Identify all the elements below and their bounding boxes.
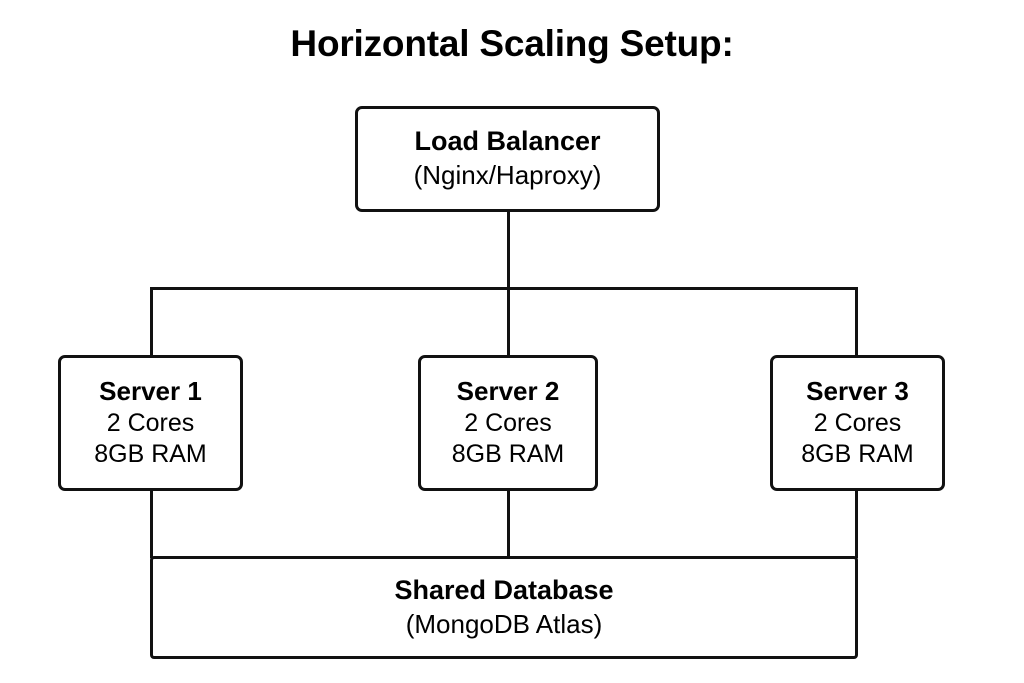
node-server-2[interactable]: Server 2 2 Cores 8GB RAM [418,355,598,491]
node-server-3[interactable]: Server 3 2 Cores 8GB RAM [770,355,945,491]
server-3-title: Server 3 [806,376,909,407]
server-2-title: Server 2 [456,376,560,407]
node-server-1[interactable]: Server 1 2 Cores 8GB RAM [58,355,243,491]
server-3-memory: 8GB RAM [801,440,914,469]
server-1-title: Server 1 [99,376,202,407]
connector-bus-to-server-1 [150,287,153,356]
page-title: Horizontal Scaling Setup: [290,23,734,64]
shared-database-subtitle: (MongoDB Atlas) [405,608,603,639]
load-balancer-title: Load Balancer [414,126,601,157]
node-load-balancer[interactable]: Load Balancer (Nginx/Haproxy) [355,106,660,212]
shared-database-title: Shared Database [394,574,614,605]
node-shared-database[interactable]: Shared Database (MongoDB Atlas) [150,556,858,659]
connector-server-3-to-database [855,490,858,558]
connector-server-2-to-database [507,490,510,558]
connector-bus-to-server-3 [855,287,858,356]
server-1-memory: 8GB RAM [94,440,207,469]
connector-bus-to-server-2 [507,287,510,356]
load-balancer-subtitle: (Nginx/Haproxy) [413,160,602,191]
connector-server-1-to-database [150,490,153,558]
server-2-cores: 2 Cores [464,408,552,437]
server-1-cores: 2 Cores [106,408,195,437]
server-3-cores: 2 Cores [813,408,902,437]
server-2-memory: 8GB RAM [451,440,565,469]
connector-load-balancer-to-bus [507,212,510,289]
connector-distribution-bus [150,287,858,290]
